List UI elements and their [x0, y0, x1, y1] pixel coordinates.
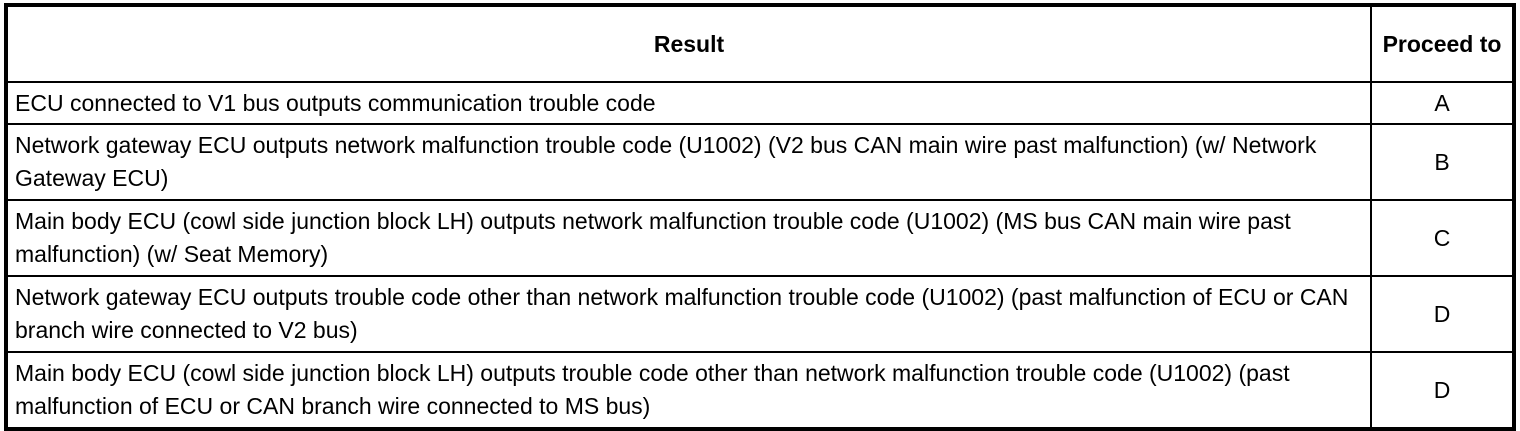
proceed-to-cell: D	[1370, 275, 1515, 353]
proceed-to-column-header: Proceed to	[1370, 4, 1515, 83]
proceed-to-cell: B	[1370, 123, 1515, 201]
proceed-to-cell: D	[1370, 351, 1515, 430]
table-row: Network gateway ECU outputs trouble code…	[5, 275, 1515, 353]
table-row: Network gateway ECU outputs network malf…	[5, 123, 1515, 201]
result-cell: Main body ECU (cowl side junction block …	[5, 351, 1372, 430]
proceed-to-cell: C	[1370, 199, 1515, 277]
result-cell: Network gateway ECU outputs trouble code…	[5, 275, 1372, 353]
result-cell: Network gateway ECU outputs network malf…	[5, 123, 1372, 201]
proceed-to-cell: A	[1370, 81, 1515, 125]
result-cell: ECU connected to V1 bus outputs communic…	[5, 81, 1372, 125]
table-row: Main body ECU (cowl side junction block …	[5, 351, 1515, 430]
diagnostic-result-table: Result Proceed to ECU connected to V1 bu…	[4, 3, 1516, 431]
result-column-header: Result	[5, 4, 1372, 83]
table-row: ECU connected to V1 bus outputs communic…	[5, 81, 1515, 125]
page: Result Proceed to ECU connected to V1 bu…	[4, 3, 1516, 431]
table-row: Main body ECU (cowl side junction block …	[5, 199, 1515, 277]
table-header-row: Result Proceed to	[5, 4, 1515, 83]
result-cell: Main body ECU (cowl side junction block …	[5, 199, 1372, 277]
